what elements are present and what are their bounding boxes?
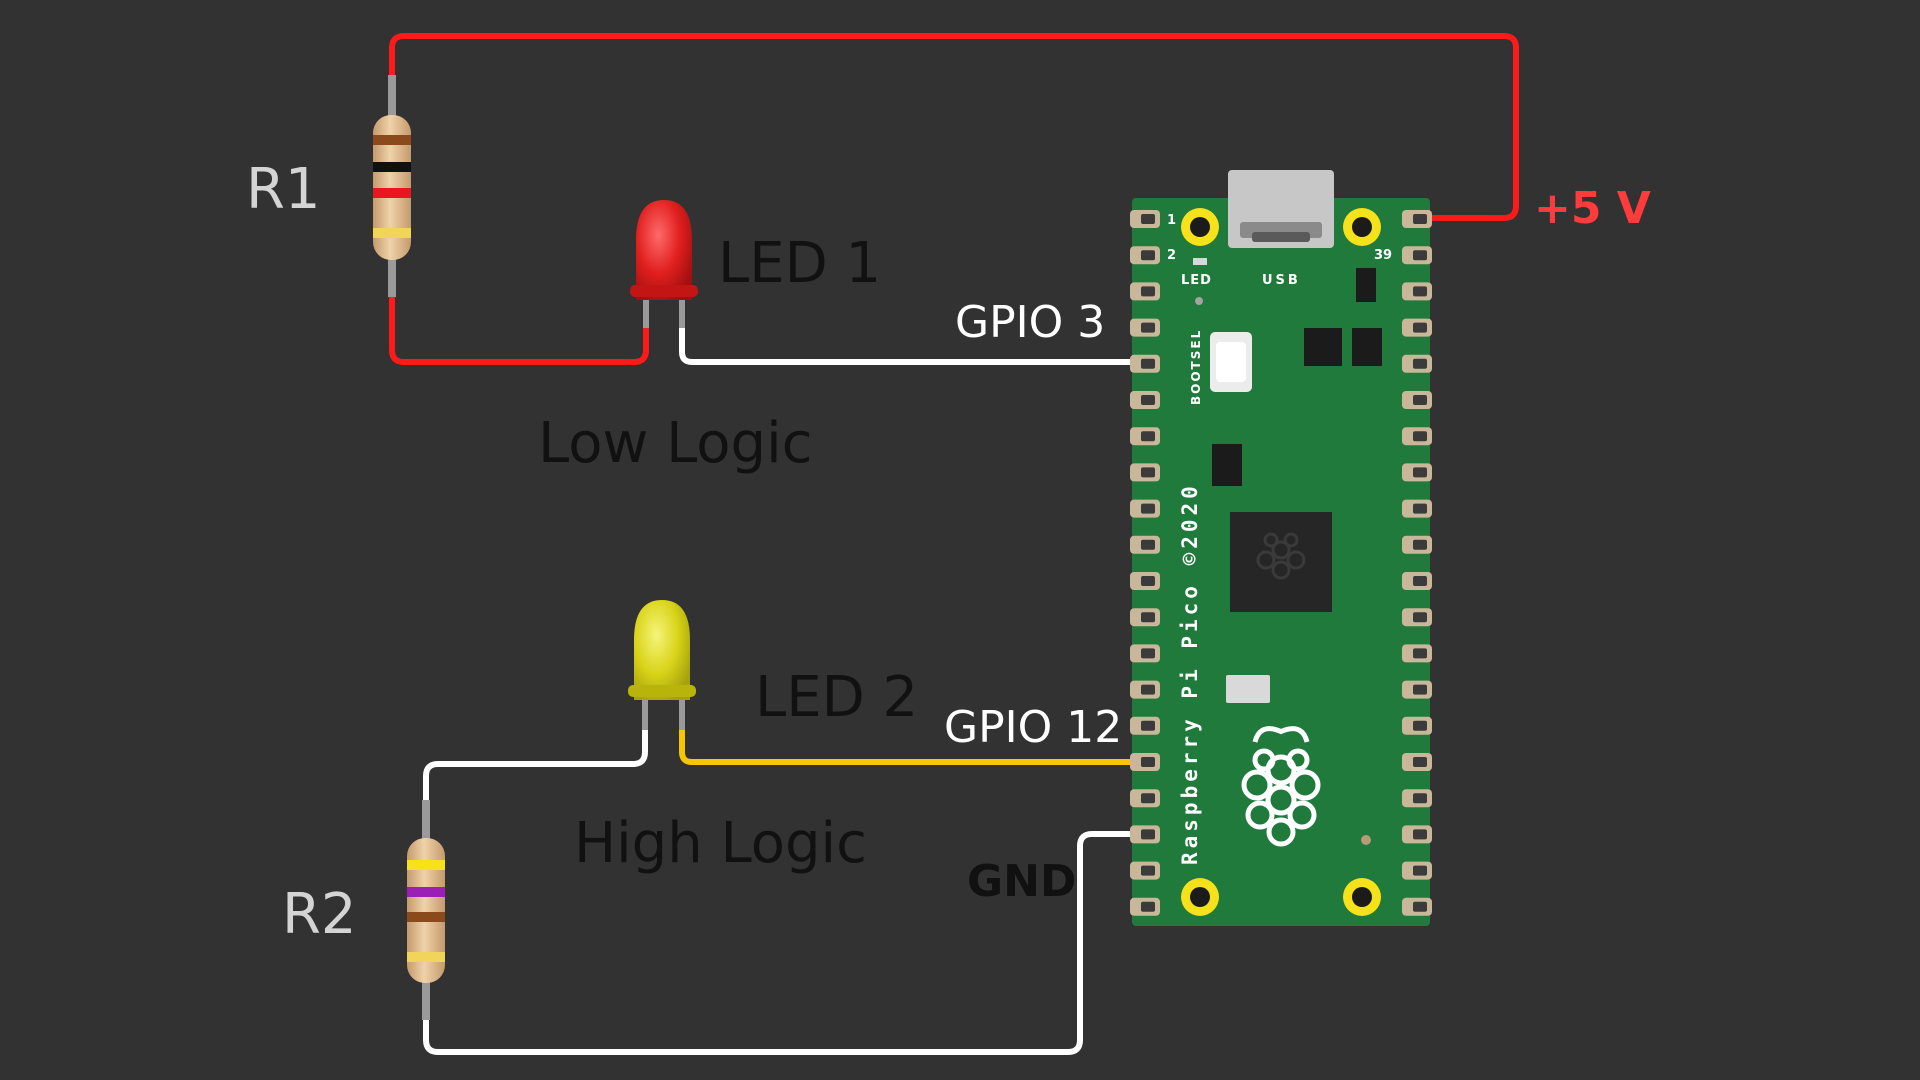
pin-hole	[1413, 865, 1427, 876]
pin-hole	[1413, 503, 1427, 514]
pin-hole	[1413, 539, 1427, 550]
wire-5v[interactable]	[389, 33, 1519, 221]
pin-hole	[1141, 395, 1155, 405]
pin-hole	[1141, 358, 1155, 369]
r1-label: R1	[246, 157, 321, 222]
gnd-label: GND	[967, 856, 1076, 907]
wire-gpio12[interactable]	[679, 727, 1155, 765]
led-1[interactable]	[630, 200, 698, 328]
board-led-label: LED	[1181, 273, 1212, 288]
pin-hole	[1413, 395, 1427, 405]
pin-hole	[1413, 684, 1427, 695]
led2-label: LED 2	[755, 665, 918, 730]
wire-r1-led1[interactable]	[389, 292, 649, 365]
r2-label: R2	[282, 882, 357, 947]
pin-hole	[1141, 539, 1155, 550]
pin-hole	[1141, 684, 1155, 695]
pin-hole	[1141, 322, 1155, 333]
usb-connector	[1228, 170, 1334, 248]
pin-hole	[1413, 250, 1427, 261]
pin-hole	[1413, 648, 1427, 659]
pin-39-label: 39	[1374, 248, 1392, 263]
pin-hole	[1413, 214, 1427, 224]
pin-hole	[1141, 286, 1155, 297]
led-2[interactable]	[628, 600, 696, 730]
pin-hole	[1413, 793, 1427, 804]
resistor-r1[interactable]	[373, 75, 411, 297]
vplus-label: +5 V	[1534, 183, 1651, 234]
pin-hole	[1413, 757, 1427, 767]
pin-hole	[1141, 793, 1155, 804]
gpio3-label: GPIO 3	[955, 297, 1105, 348]
pin-hole	[1141, 576, 1155, 586]
low-logic-label: Low Logic	[538, 411, 812, 476]
pin-2-label: 2	[1167, 248, 1176, 263]
pin-hole	[1141, 648, 1155, 659]
pin-hole	[1413, 612, 1427, 623]
high-logic-label: High Logic	[574, 811, 867, 876]
pin-hole	[1141, 901, 1155, 912]
gpio12-label: GPIO 12	[944, 702, 1122, 753]
pin-hole	[1141, 250, 1155, 261]
wire-gpio3[interactable]	[679, 326, 1155, 365]
pin-hole	[1413, 901, 1427, 912]
pin-hole	[1141, 612, 1155, 623]
pin-hole	[1413, 358, 1427, 369]
pin-hole	[1413, 467, 1427, 478]
pin-hole	[1413, 431, 1427, 442]
pin-hole	[1413, 322, 1427, 333]
raspberry-logo-icon	[1241, 726, 1321, 847]
led1-label: LED 1	[718, 231, 881, 296]
wire-led2-r2[interactable]	[423, 727, 648, 805]
pin-hole	[1413, 720, 1427, 731]
pin-hole	[1413, 576, 1427, 586]
wire-gnd[interactable]	[423, 831, 1155, 1055]
pin-hole	[1141, 829, 1155, 840]
pico-board[interactable]: 1 2 39 LED USB BOOTSEL Raspberry Pi Pico…	[1130, 170, 1432, 926]
pin-1-label: 1	[1167, 213, 1176, 228]
bootsel-label: BOOTSEL	[1189, 329, 1203, 405]
pin-hole	[1141, 214, 1155, 224]
pin-header	[1130, 210, 1432, 916]
pin-hole	[1141, 757, 1155, 767]
pin-hole	[1141, 431, 1155, 442]
pin-hole	[1141, 865, 1155, 876]
board-usb-label: USB	[1262, 273, 1301, 288]
board-name: Raspberry Pi Pico ©2020	[1178, 482, 1202, 865]
resistor-r2[interactable]	[407, 800, 445, 1020]
pin-hole	[1141, 720, 1155, 731]
pin-hole	[1141, 503, 1155, 514]
pin-hole	[1413, 286, 1427, 297]
pin-hole	[1413, 829, 1427, 840]
pin-hole	[1141, 467, 1155, 478]
